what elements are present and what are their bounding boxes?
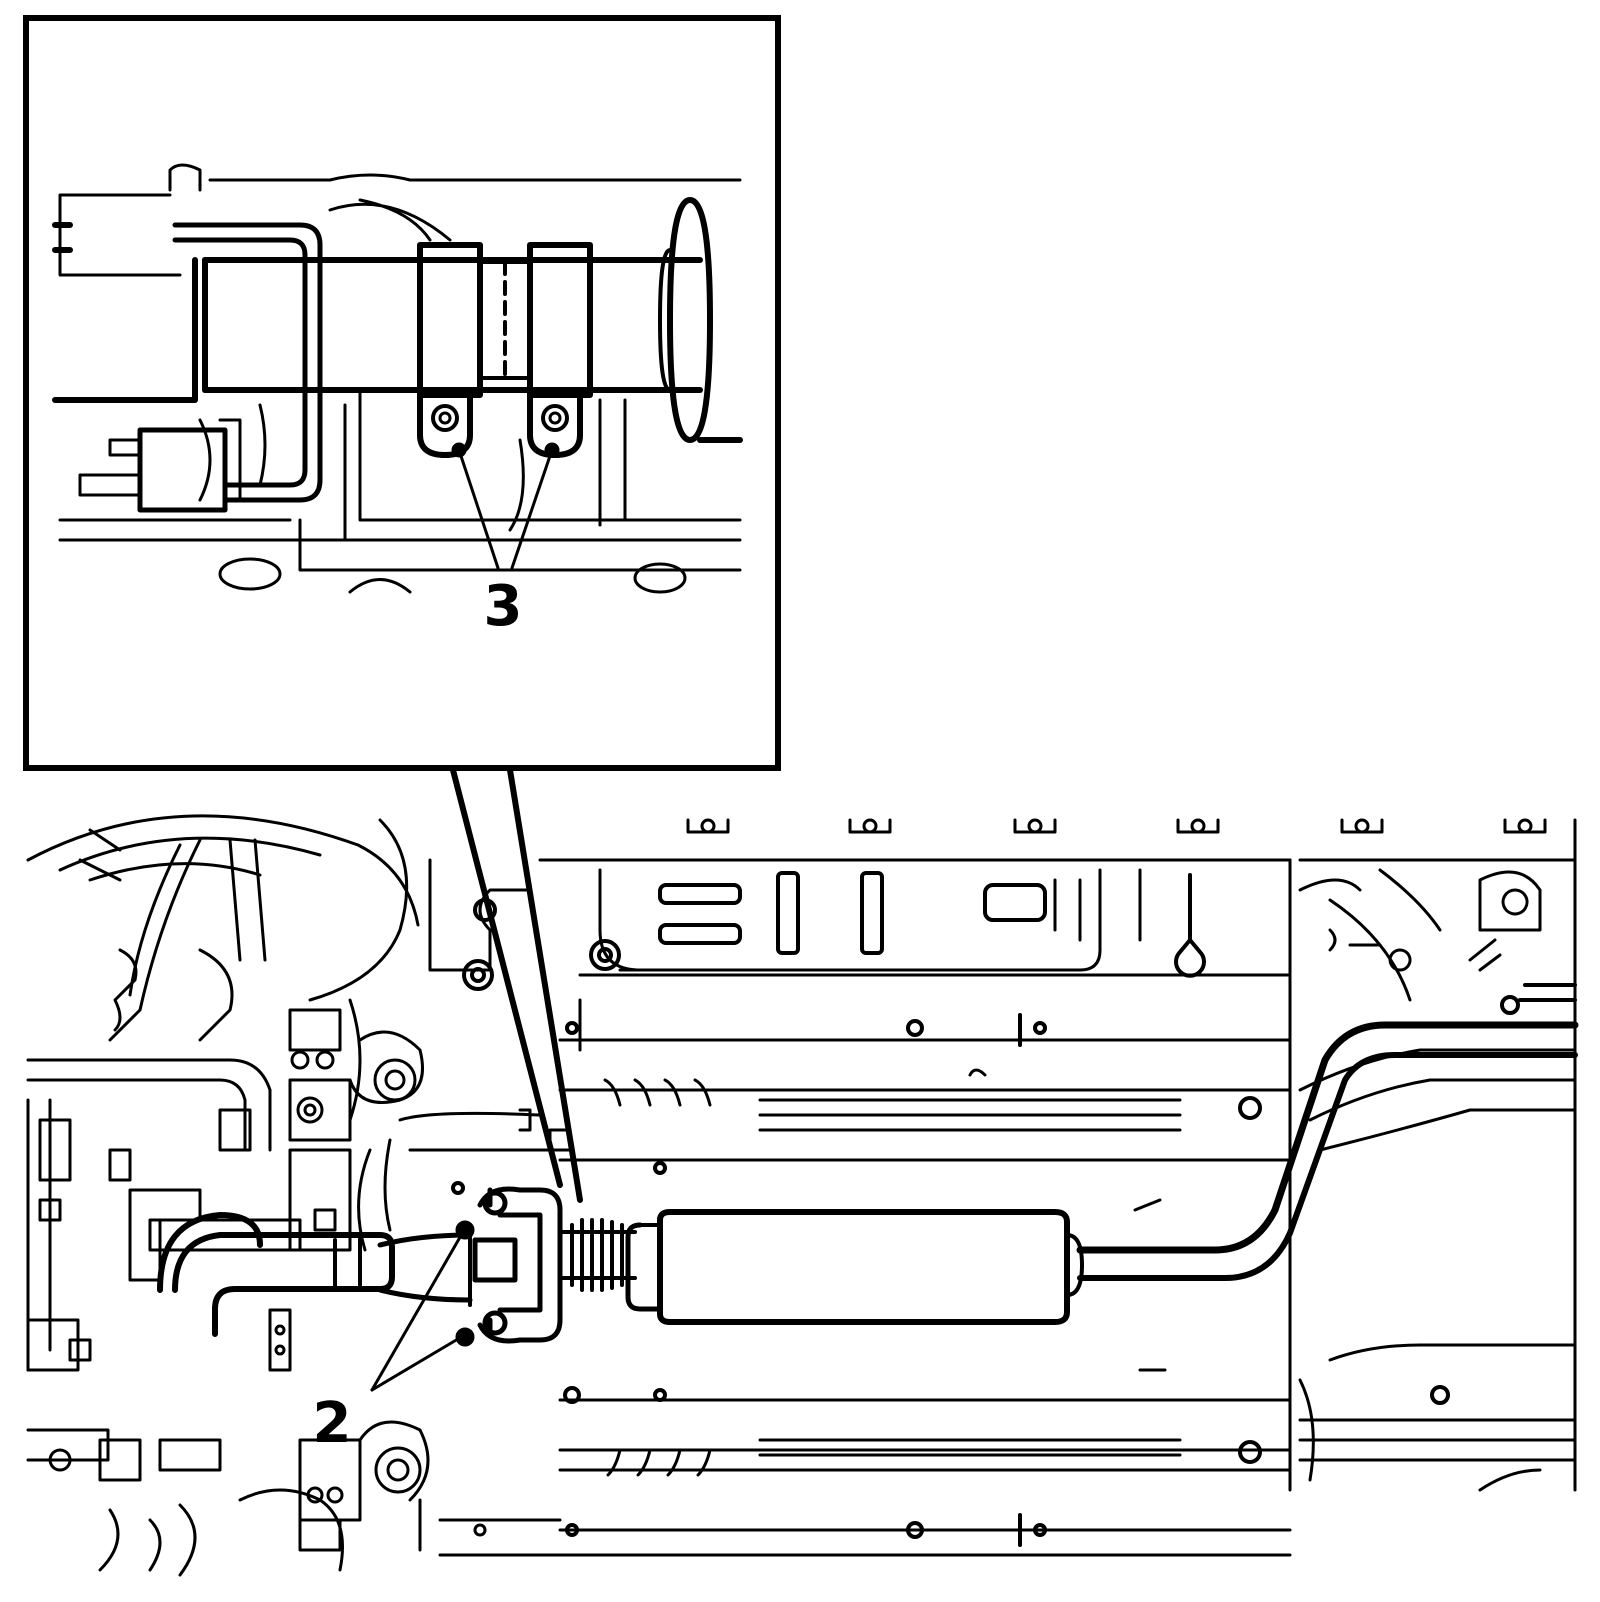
exhaust-front-pipe [157,1212,637,1337]
underbody-view: 2 [26,814,1579,1577]
inset-clamp [417,242,593,458]
inset-pointer-lines [450,767,583,1203]
detail-inset: 3 [23,15,781,771]
callout-3-leaders [457,448,554,570]
exhaust-flange-clamp [455,1186,563,1347]
tail-pipe [1076,983,1579,1281]
front-subframe [26,814,572,1577]
callout-3-label: 3 [484,574,523,639]
center-muffler [625,1209,1084,1325]
callout-2-leaders [370,1230,465,1392]
rear-subframe [1298,818,1577,1492]
callout-2-label: 2 [313,1391,352,1456]
inset-pipe [52,197,743,513]
inset-background [52,163,742,594]
floor-panel [438,858,1292,1557]
floor-ribs [603,1068,1182,1477]
top-bolt-row [686,818,1547,834]
